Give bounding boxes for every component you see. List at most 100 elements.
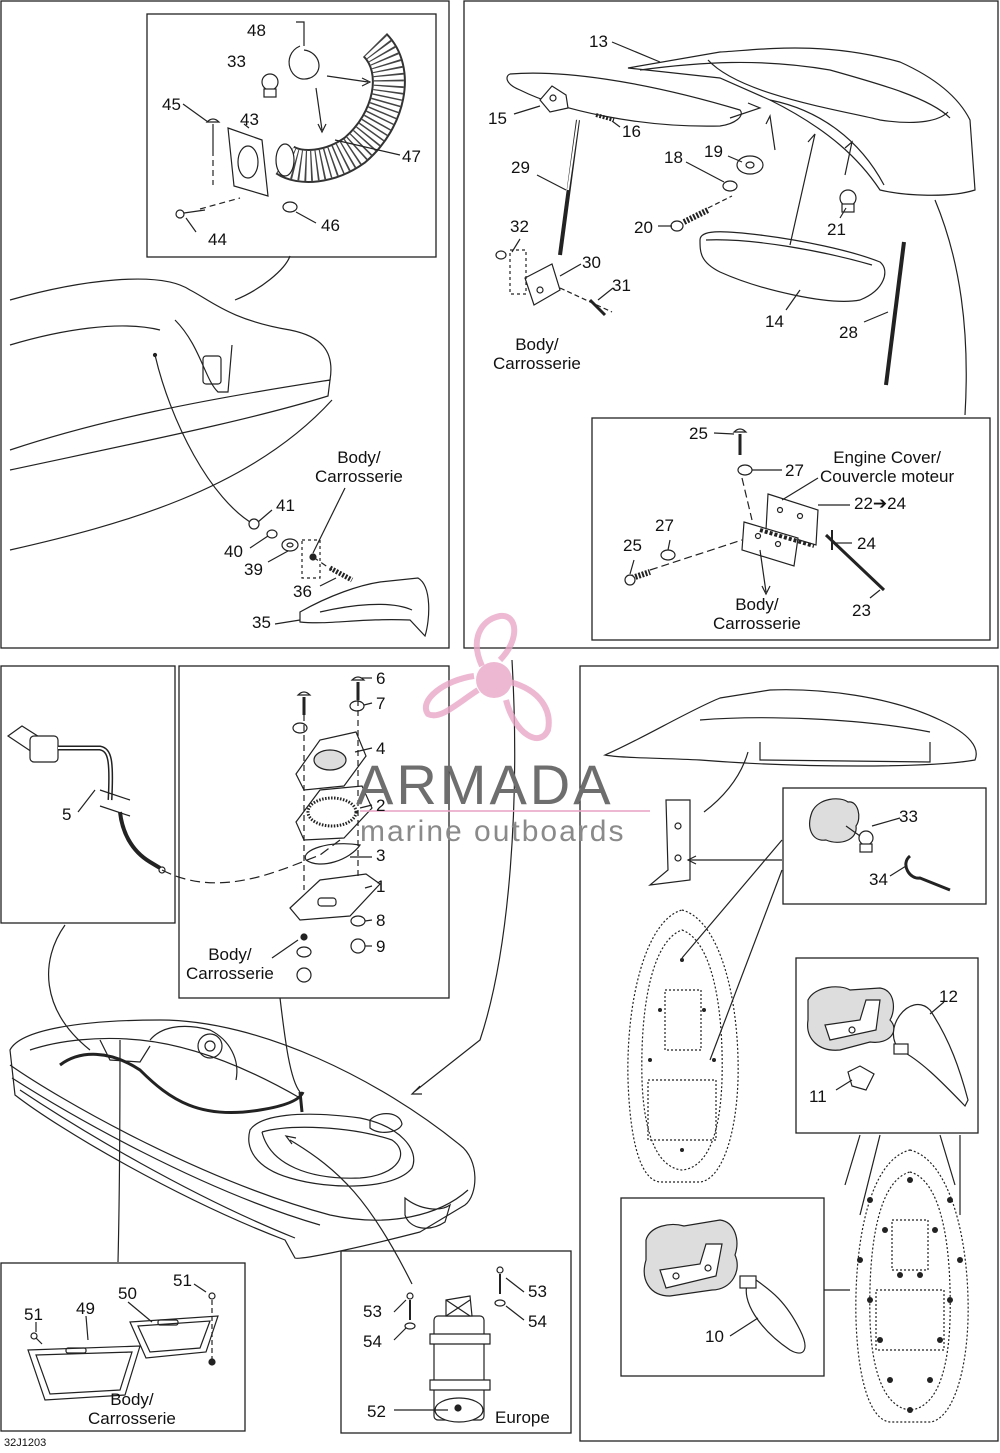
callout-11: 11 bbox=[809, 1087, 827, 1106]
callout-6: 6 bbox=[376, 669, 386, 688]
body-note-line2: Carrosserie bbox=[88, 1409, 176, 1428]
propeller-logo-icon bbox=[360, 612, 650, 812]
callout-46: 46 bbox=[321, 216, 340, 235]
callout-33: 33 bbox=[227, 52, 246, 71]
callout-21: 21 bbox=[827, 220, 846, 239]
engine-cover-assembly bbox=[495, 41, 976, 416]
inset-storage-bins bbox=[0, 1262, 246, 1432]
callout-40: 40 bbox=[224, 542, 243, 561]
body-note-line1: Body/ bbox=[110, 1390, 154, 1409]
inset-tie-10 bbox=[620, 1197, 825, 1377]
callout-4: 4 bbox=[376, 739, 386, 758]
body-note-line1: Body/ bbox=[735, 595, 779, 614]
hinge-parts bbox=[624, 428, 886, 599]
body-note-line2: Carrosserie bbox=[713, 614, 801, 633]
callout-22-24: 22➔24 bbox=[854, 494, 907, 513]
inset-throttle-cable bbox=[0, 665, 176, 924]
callout-48: 48 bbox=[247, 21, 266, 40]
callout-53-right: 53 bbox=[528, 1282, 547, 1301]
callout-28: 28 bbox=[839, 323, 858, 342]
inset-hinge bbox=[591, 417, 991, 641]
callout-49: 49 bbox=[76, 1299, 95, 1318]
extinguisher-parts bbox=[393, 1266, 525, 1423]
callout-5: 5 bbox=[62, 805, 72, 824]
callout-41: 41 bbox=[276, 496, 295, 515]
boat-hull-view bbox=[9, 924, 476, 1285]
body-note-line1: Body/ bbox=[515, 335, 559, 354]
brand-name: ARMADA bbox=[356, 753, 614, 816]
callout-2: 2 bbox=[376, 796, 386, 815]
engine-cover-line2: Couvercle moteur bbox=[820, 467, 955, 486]
callout-9: 9 bbox=[376, 937, 386, 956]
body-note-line1: Body/ bbox=[208, 945, 252, 964]
inset-mount bbox=[178, 665, 450, 999]
callout-35: 35 bbox=[252, 613, 271, 632]
storage-bin-parts bbox=[27, 1283, 219, 1401]
callout-23: 23 bbox=[852, 601, 871, 620]
callout-54-right: 54 bbox=[528, 1312, 547, 1331]
panel-right-harness bbox=[579, 665, 999, 1442]
callout-18: 18 bbox=[664, 148, 683, 167]
callout-16: 16 bbox=[622, 122, 641, 141]
callout-44: 44 bbox=[208, 230, 227, 249]
callout-3: 3 bbox=[376, 846, 386, 865]
europe-note: Europe bbox=[495, 1408, 550, 1427]
callout-51-right: 51 bbox=[173, 1271, 192, 1290]
callout-27-left: 27 bbox=[655, 516, 674, 535]
inset-clip bbox=[782, 787, 987, 905]
callout-33-clip: 33 bbox=[899, 807, 918, 826]
panel-top-right bbox=[463, 0, 999, 649]
callout-29: 29 bbox=[511, 158, 530, 177]
callout-19: 19 bbox=[704, 142, 723, 161]
callout-20: 20 bbox=[634, 218, 653, 237]
figure-code: 32J1203 bbox=[4, 1437, 47, 1449]
body-note-hinge: Body/ Carrosserie bbox=[713, 595, 801, 633]
callout-39: 39 bbox=[244, 560, 263, 579]
callout-12: 12 bbox=[939, 987, 958, 1006]
wiring-harness-view bbox=[602, 689, 977, 1423]
callout-32: 32 bbox=[510, 217, 529, 236]
inset-tie-12 bbox=[795, 957, 979, 1134]
callout-8: 8 bbox=[376, 911, 386, 930]
body-note-line1: Body/ bbox=[337, 448, 381, 467]
mount-parts bbox=[271, 659, 516, 1095]
callout-47: 47 bbox=[402, 147, 421, 166]
callout-15: 15 bbox=[488, 109, 507, 128]
callout-43: 43 bbox=[240, 110, 259, 129]
callout-10: 10 bbox=[705, 1327, 724, 1346]
inset-extinguisher bbox=[340, 1250, 572, 1434]
callout-25-top: 25 bbox=[689, 424, 708, 443]
inset-vent-hose bbox=[146, 13, 437, 258]
callout-27-top: 27 bbox=[785, 461, 804, 480]
engine-cover-note: Engine Cover/ Couvercle moteur bbox=[820, 448, 954, 486]
callout-34: 34 bbox=[869, 870, 888, 889]
hull-side-view bbox=[9, 255, 430, 638]
callout-30: 30 bbox=[582, 253, 601, 272]
body-note-bins: Body/ Carrosserie bbox=[88, 1390, 176, 1428]
body-note-top-left: Body/ Carrosserie bbox=[315, 448, 403, 486]
callout-54-left: 54 bbox=[363, 1332, 382, 1351]
body-note-top-right: Body/ Carrosserie bbox=[493, 335, 581, 373]
callout-14: 14 bbox=[765, 312, 784, 331]
callout-13: 13 bbox=[589, 32, 608, 51]
vent-hose-parts bbox=[175, 21, 406, 233]
engine-cover-line1: Engine Cover/ bbox=[833, 448, 941, 467]
callout-53-left: 53 bbox=[363, 1302, 382, 1321]
callout-50: 50 bbox=[118, 1284, 137, 1303]
panel-top-left bbox=[0, 0, 450, 649]
callout-7: 7 bbox=[376, 694, 386, 713]
callout-24: 24 bbox=[857, 534, 876, 553]
throttle-cable-parts bbox=[6, 725, 341, 884]
callout-36: 36 bbox=[293, 582, 312, 601]
brand-tagline: marine outboards bbox=[360, 815, 626, 848]
callout-31: 31 bbox=[612, 276, 631, 295]
body-note-line2: Carrosserie bbox=[315, 467, 403, 486]
callout-52: 52 bbox=[367, 1402, 386, 1421]
callout-45: 45 bbox=[162, 95, 181, 114]
vent-hose-47 bbox=[275, 32, 406, 183]
callout-51-left: 51 bbox=[24, 1305, 43, 1324]
body-note-line2: Carrosserie bbox=[493, 354, 581, 373]
callout-25-left: 25 bbox=[623, 536, 642, 555]
